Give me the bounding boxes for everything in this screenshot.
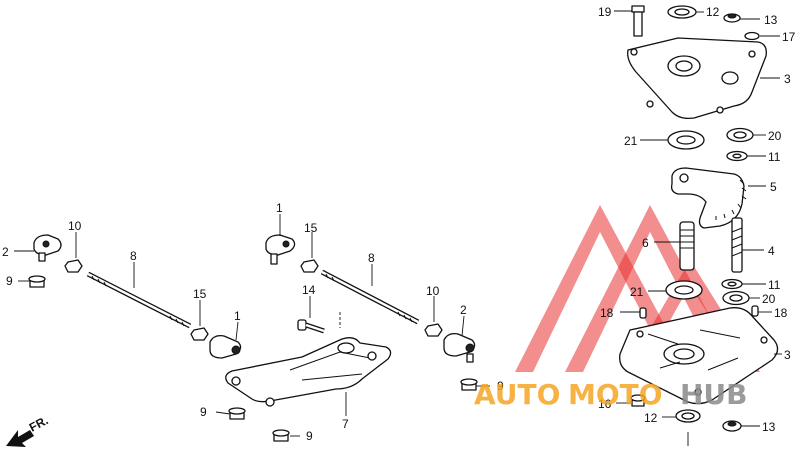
cap-13-top (723, 13, 741, 23)
tie-rod-end-left (33, 234, 62, 262)
washer-11-upper (726, 150, 748, 162)
callout-12-lower: 12 (644, 411, 658, 425)
callout-8-middle: 8 (368, 251, 375, 265)
washer-11-lower (721, 278, 743, 290)
ball-joint-1-middle (265, 234, 296, 265)
dowel-pin-18-left (639, 307, 647, 319)
tie-rod-8-middle (320, 269, 420, 325)
ball-joint-2-middle (443, 332, 476, 363)
callout-19: 19 (598, 5, 612, 19)
callout-1-middle: 1 (276, 201, 283, 215)
callout-1-left: 1 (234, 309, 241, 323)
callout-9-middle: 9 (497, 379, 504, 393)
bearing-20-upper (726, 127, 754, 143)
bearing-20-lower (722, 290, 750, 306)
flange-nut-9-bracket-bottom (272, 429, 290, 442)
callout-13-lower: 13 (762, 420, 776, 434)
washer-17 (744, 31, 760, 41)
worm-shaft-4 (731, 217, 743, 273)
nut-15-left (190, 327, 209, 341)
callout-15-middle: 15 (304, 221, 318, 235)
callout-20-lower: 20 (762, 292, 776, 306)
cap-13-lower (722, 420, 742, 432)
callout-18-right: 18 (774, 306, 788, 320)
callout-9-bracket-bottom: 9 (306, 429, 313, 443)
callout-3-upper: 3 (784, 72, 791, 86)
callout-15-left: 15 (193, 287, 207, 301)
callout-4: 4 (768, 244, 775, 258)
nut-10-left (64, 259, 83, 273)
watermark-text-hub: HUB (680, 378, 748, 411)
ball-joint-1-left (209, 334, 242, 359)
callout-12-top: 12 (706, 5, 720, 19)
callout-17: 17 (782, 30, 796, 44)
callout-5: 5 (770, 180, 777, 194)
oil-seal-12-lower (675, 409, 701, 423)
callout-14: 14 (302, 283, 316, 297)
callout-9-left: 9 (6, 274, 13, 288)
callout-3-lower: 3 (784, 348, 791, 362)
sector-gear-5 (670, 167, 747, 229)
steering-arm-bracket-7 (225, 337, 392, 407)
gear-case-3-lower (619, 307, 779, 405)
nut-10-middle (424, 323, 443, 337)
callout-numbers: 2 10 9 8 15 1 1 15 8 10 2 14 9 9 7 9 19 … (2, 5, 796, 443)
callout-21-lower: 21 (630, 285, 644, 299)
gear-case-cover-3-upper (627, 37, 767, 120)
callout-7: 7 (342, 417, 349, 431)
bearing-21-upper (667, 130, 705, 150)
callout-10-middle: 10 (426, 284, 440, 298)
callout-18-left: 18 (600, 306, 614, 320)
oil-seal-12-top (667, 5, 697, 19)
bolt-19 (631, 5, 645, 37)
callout-13-top: 13 (764, 13, 778, 27)
callout-10-left: 10 (68, 219, 82, 233)
callout-20-upper: 20 (768, 129, 782, 143)
callout-2-left: 2 (2, 245, 9, 259)
callout-11-lower: 11 (768, 278, 781, 292)
tie-rod-8-left (86, 271, 192, 329)
callout-11-upper: 11 (768, 150, 781, 164)
bolt-14 (297, 319, 325, 334)
callout-9-bracket-left: 9 (200, 405, 207, 419)
flange-nut-9-bracket-left (228, 407, 246, 420)
nut-15-middle (300, 259, 319, 273)
front-direction-arrow: FR. (6, 413, 50, 447)
callout-6: 6 (642, 236, 649, 250)
watermark-text: AUTO MOTO HUB (474, 378, 748, 411)
dowel-pin-18-right (751, 305, 759, 317)
callout-8-left: 8 (130, 249, 137, 263)
callout-16: 16 (598, 397, 612, 411)
flange-nut-9-middle (460, 378, 478, 391)
callout-21-upper: 21 (624, 134, 638, 148)
watermark-text-moto: MOTO (568, 378, 663, 411)
bearing-21-lower (665, 280, 703, 300)
pinion-shaft-6 (679, 221, 695, 271)
watermark-text-auto: AUTO (474, 378, 560, 411)
flange-nut-9-left (28, 275, 46, 288)
leader-lines (14, 10, 782, 437)
callout-2-middle: 2 (460, 303, 467, 317)
